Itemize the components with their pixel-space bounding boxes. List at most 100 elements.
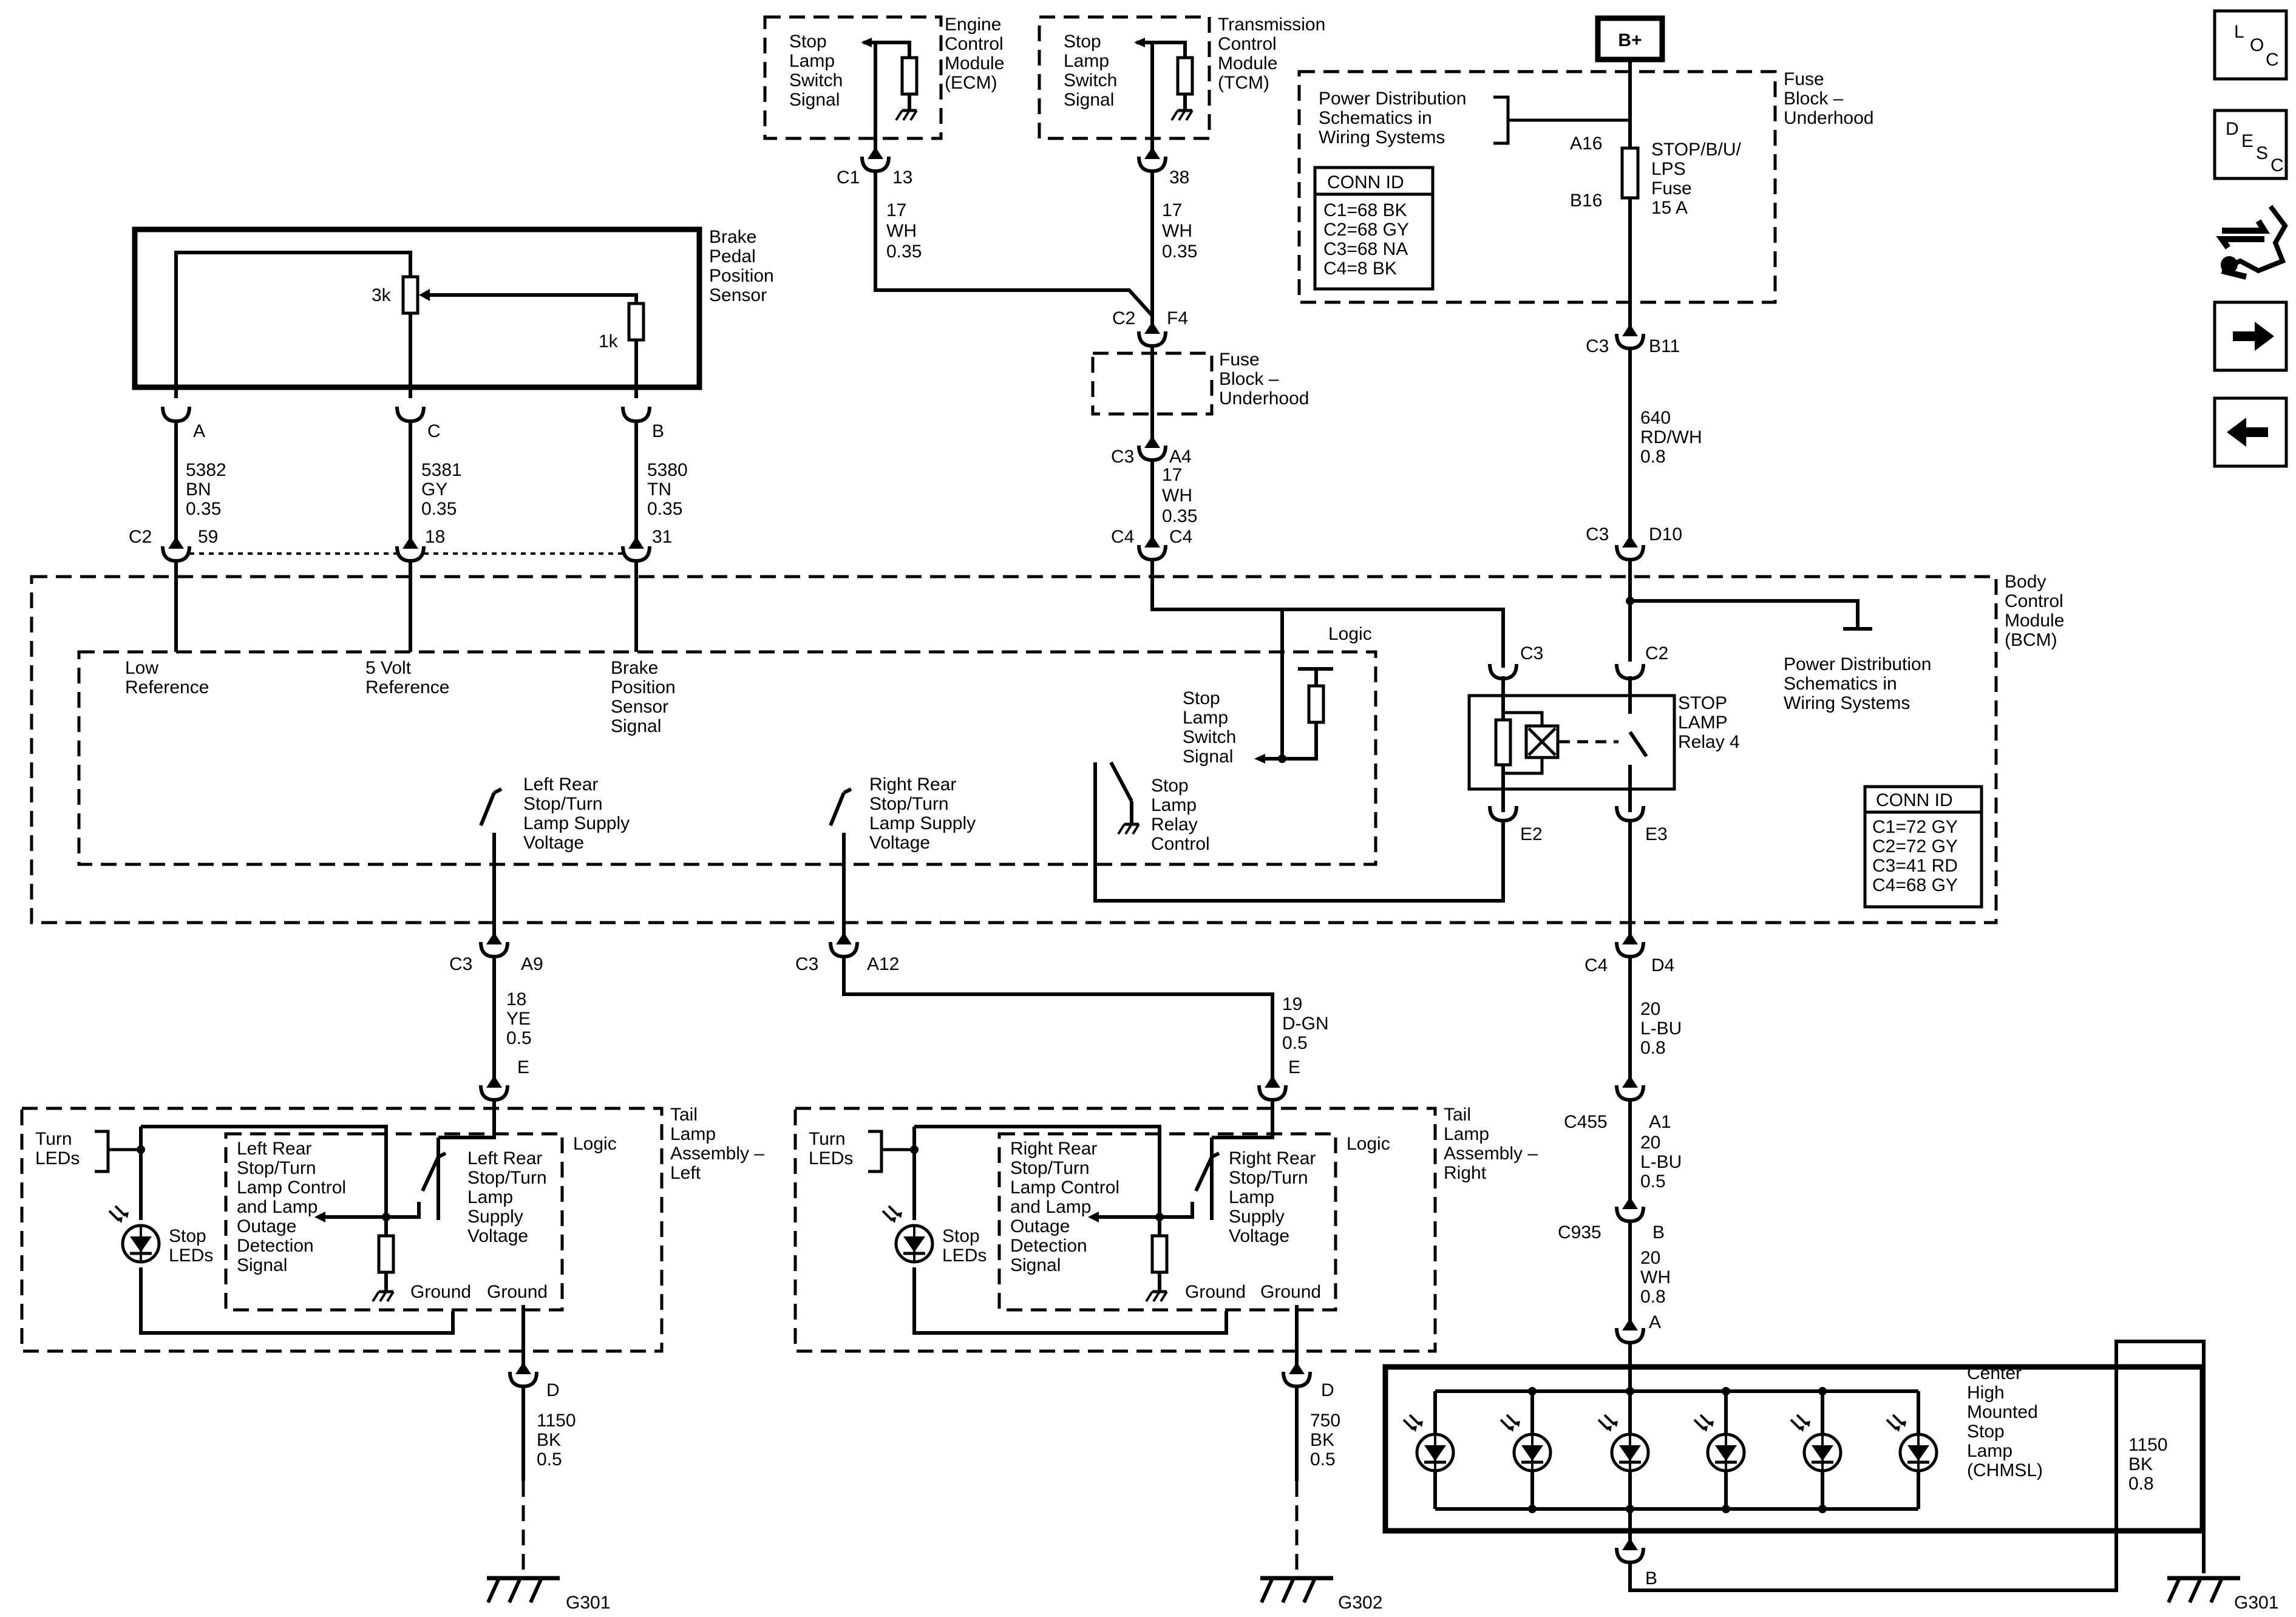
stop-fuse-label: STOP/B/U/ LPS Fuse 15 A [1651, 140, 1741, 218]
f4-connector [1139, 322, 1166, 346]
svg-text:Lamp: Lamp [670, 1124, 716, 1144]
svg-text:15 A: 15 A [1651, 198, 1688, 218]
tail-right-stop-led-icon [883, 1206, 932, 1262]
svg-text:Brake: Brake [709, 227, 756, 247]
tail-right-resistor [1150, 1234, 1169, 1274]
fuse-pin-out: B16 [1570, 191, 1602, 211]
svg-text:Position: Position [611, 677, 676, 697]
svg-text:L-BU: L-BU [1640, 1019, 1682, 1039]
battery-terminal: B+ [1595, 15, 1665, 63]
svg-text:D-GN: D-GN [1282, 1014, 1329, 1034]
svg-text:Tail: Tail [1444, 1105, 1471, 1125]
tcm-ground-icon [1172, 110, 1192, 120]
g301-chmsl-label: G301 [2234, 1593, 2278, 1613]
svg-text:Detection: Detection [237, 1236, 314, 1256]
tail-lamp-left: Tail Lamp Assembly – Left Logic Turn LED… [20, 1100, 764, 1355]
svg-text:L: L [2234, 22, 2244, 42]
d10-conn-id: C3 [1586, 524, 1609, 544]
chmsl-ground-wire [1628, 1340, 2206, 1592]
c455-conn-id: C455 [1564, 1112, 1608, 1132]
svg-text:YE: YE [506, 1009, 531, 1029]
svg-text:C: C [2266, 50, 2279, 70]
bpp-conn-a [163, 407, 189, 421]
svg-text:Sensor: Sensor [709, 285, 767, 305]
svg-text:RD/WH: RD/WH [1640, 427, 1702, 447]
bcm-c2-59-connector [163, 537, 189, 561]
tail-left-turn-label: Turn LEDs [35, 1129, 80, 1168]
svg-text:C3=41 RD: C3=41 RD [1872, 856, 1958, 876]
bcm-name-label: Body Control Module (BCM) [2005, 572, 2064, 650]
tail-right-stop-label: Stop LEDs [942, 1226, 987, 1266]
tail-left-ground-wire-label: 1150 BK 0.5 [537, 1411, 576, 1470]
chmsl-name-label: Center High Mounted Stop Lamp (CHMSL) [1967, 1363, 2043, 1480]
loc-button[interactable]: L O C [2213, 9, 2288, 81]
svg-text:750: 750 [1310, 1411, 1340, 1431]
lr-supply-wire-label: 18 YE 0.5 [506, 989, 532, 1048]
svg-text:20: 20 [1640, 999, 1660, 1019]
fuse-block-top-label: Fuse Block – Underhood [1784, 69, 1873, 128]
svg-text:STOP: STOP [1678, 693, 1727, 713]
connector-wrench-button[interactable] [2216, 205, 2288, 280]
svg-text:Stop: Stop [942, 1226, 980, 1246]
svg-text:Switch: Switch [1064, 70, 1117, 90]
svg-text:Stop/Turn: Stop/Turn [237, 1158, 316, 1178]
svg-text:Relay 4: Relay 4 [1678, 732, 1740, 752]
svg-text:0.8: 0.8 [2128, 1474, 2154, 1494]
a9-conn-pin: A9 [521, 954, 543, 974]
svg-text:BN: BN [186, 480, 211, 500]
svg-text:Assembly –: Assembly – [670, 1144, 764, 1164]
c935-connector [1617, 1197, 1643, 1221]
tail-left-stop-label: Stop LEDs [169, 1226, 213, 1266]
svg-text:Switch: Switch [1183, 727, 1236, 747]
svg-text:0.35: 0.35 [886, 242, 922, 262]
relay-driver-ground-icon [1118, 824, 1139, 834]
tail-left-e-label: E [517, 1057, 529, 1077]
tail-right-supply-label: Right Rear Stop/Turn Lamp Supply Voltage [1229, 1148, 1316, 1246]
svg-text:0.35: 0.35 [1162, 506, 1197, 526]
tcm-name-label: Transmission Control Module (TCM) [1218, 15, 1325, 93]
svg-text:Stop/Turn: Stop/Turn [869, 794, 949, 814]
next-page-button[interactable] [2213, 300, 2288, 372]
svg-text:CONN ID: CONN ID [1327, 172, 1404, 192]
fuse-pin-in: A16 [1570, 134, 1602, 154]
rr-supply-wire-label: 19 D-GN 0.5 [1282, 994, 1329, 1053]
svg-text:O: O [2250, 35, 2264, 55]
svg-text:BK: BK [537, 1430, 561, 1450]
svg-text:E: E [2241, 131, 2254, 151]
bcm-conn-table: CONN ID C1=72 GY C2=72 GY C3=41 RD C4=68… [1863, 785, 1983, 909]
d4-conn-pin: D4 [1651, 955, 1674, 975]
svg-text:Supply: Supply [467, 1207, 523, 1227]
svg-text:Mounted: Mounted [1967, 1402, 2038, 1422]
relay-c3-label: C3 [1520, 643, 1543, 663]
svg-text:0.5: 0.5 [506, 1028, 532, 1048]
bcm-c2-18-connector [397, 537, 424, 561]
desc-button[interactable]: D E S C [2213, 109, 2288, 180]
svg-text:Stop: Stop [1151, 776, 1189, 796]
svg-text:17: 17 [1162, 465, 1182, 485]
chmsl-b-label: B [1645, 1568, 1657, 1588]
fuse-block-middle-label: Fuse Block – Underhood [1219, 350, 1309, 408]
bcm-c4-conn-pin: C4 [1169, 527, 1192, 547]
bpp-low-wire-label: 5382 BN 0.35 [186, 460, 226, 519]
c935-conn-id: C935 [1558, 1222, 1601, 1242]
c455-connector [1617, 1076, 1643, 1100]
tail-left-logic-block [224, 1132, 564, 1312]
svg-text:Fuse: Fuse [1784, 69, 1824, 89]
svg-text:Block –: Block – [1219, 369, 1279, 389]
svg-text:Lamp Supply: Lamp Supply [869, 813, 976, 833]
svg-text:WH: WH [886, 221, 917, 241]
svg-text:Lamp: Lamp [1229, 1187, 1274, 1207]
chmsl-wire-c-label: 20 WH 0.8 [1640, 1248, 1671, 1307]
svg-text:LEDs: LEDs [169, 1246, 213, 1266]
tail-right-ground2-label: Ground [1260, 1282, 1321, 1302]
c935-conn-pin: B [1652, 1222, 1665, 1242]
svg-text:C1=68 BK: C1=68 BK [1323, 200, 1407, 220]
bpp-5v-wire-label: 5381 GY 0.35 [421, 460, 462, 519]
svg-text:18: 18 [506, 989, 526, 1009]
svg-text:Right Rear: Right Rear [1010, 1139, 1097, 1159]
svg-text:C3=68 NA: C3=68 NA [1323, 239, 1408, 259]
bcm-pin-59: 59 [198, 527, 218, 547]
chmsl-a-connector [1617, 1318, 1643, 1343]
prev-page-button[interactable] [2213, 396, 2288, 468]
svg-text:Switch: Switch [789, 70, 843, 90]
